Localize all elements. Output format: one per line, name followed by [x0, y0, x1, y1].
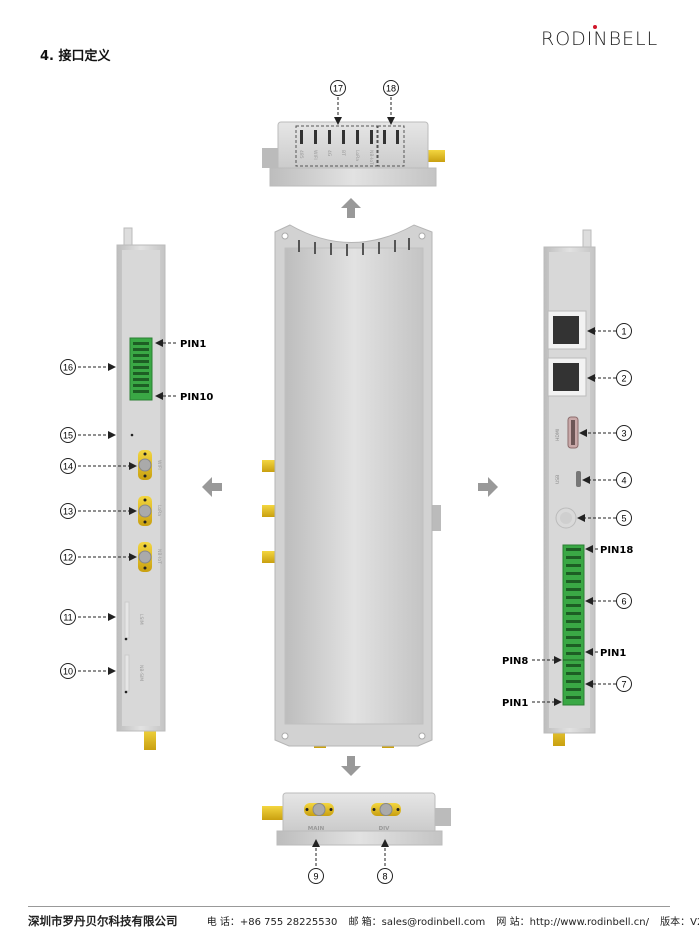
port-label-lora: LoRa — [156, 505, 162, 516]
arrow-down-icon — [341, 756, 361, 776]
section-title: 4. 接口定义 — [40, 49, 111, 64]
sma-lora — [138, 496, 152, 526]
port-label-wifi: WIFI — [156, 460, 162, 470]
callout-5: 5 — [616, 510, 632, 526]
left-side-device: WIFI LoRa NB-IoT LSIM NB-SIM — [78, 227, 176, 750]
port-label-usb: USB — [555, 475, 561, 484]
usb-port — [576, 471, 581, 487]
callout-8: 8 — [377, 868, 393, 884]
pin-label-pin8: PIN8 — [502, 656, 528, 667]
top-view-device: 485 WIFI 4G BT LoRa NB-IoT — [262, 97, 445, 187]
callout-11: 11 — [60, 609, 76, 625]
footer-email[interactable]: 邮 箱：sales@rodinbell.com — [348, 917, 486, 928]
right-side-device: HDMI USB — [532, 229, 616, 746]
pin-label-pin1-lower: PIN1 — [502, 698, 528, 709]
sma-main — [304, 803, 334, 816]
callout-9: 9 — [308, 868, 324, 884]
bottom-view-device: MAIN DIV — [262, 792, 451, 866]
led-group-box-18 — [377, 125, 405, 167]
svg-text:12: 12 — [63, 553, 73, 563]
callout-14: 14 — [60, 458, 76, 474]
sma-wifi — [138, 450, 152, 480]
svg-text:2: 2 — [621, 374, 626, 384]
callout-1: 1 — [616, 323, 632, 339]
pin-label-pin18: PIN18 — [600, 545, 633, 556]
svg-text:5: 5 — [621, 514, 626, 524]
port-label-main: MAIN — [308, 826, 325, 832]
callout-3: 3 — [616, 425, 632, 441]
callout-7: 7 — [616, 676, 632, 692]
footer-phone: 电 话：+86 755 28225530 — [206, 917, 338, 928]
footer-divider — [28, 906, 670, 907]
callout-10: 10 — [60, 663, 76, 679]
footer-version: 版本：V2.6 — [660, 917, 699, 928]
front-view-device — [262, 224, 441, 748]
port-label-nbiot: NB-IoT — [156, 549, 162, 564]
svg-text:17: 17 — [333, 84, 343, 94]
callout-18: 18 — [383, 80, 399, 96]
svg-text:15: 15 — [63, 431, 73, 441]
led-label-485: 485 — [298, 150, 304, 159]
svg-text:13: 13 — [63, 507, 73, 517]
led-label-4g: 4G — [326, 150, 332, 157]
svg-text:16: 16 — [63, 363, 73, 373]
arrow-up-icon — [341, 198, 361, 218]
sma-nbiot — [138, 542, 152, 572]
svg-text:7: 7 — [621, 680, 626, 690]
footer-website[interactable]: 网 站：http://www.rodinbell.cn/ — [496, 917, 649, 928]
svg-text:18: 18 — [386, 84, 396, 94]
arrow-right-icon — [478, 477, 498, 497]
svg-text:6: 6 — [621, 597, 626, 607]
led-label-lora: LoRa — [354, 150, 360, 161]
svg-text:9: 9 — [313, 872, 318, 882]
callout-6: 6 — [616, 593, 632, 609]
logo-dot — [593, 25, 597, 29]
svg-text:14: 14 — [63, 462, 73, 472]
pin-label-pin1-left: PIN1 — [180, 339, 206, 350]
port-label-hdmi: HDMI — [555, 429, 561, 441]
footer: 深圳市罗丹贝尔科技有限公司 电 话：+86 755 28225530 邮 箱：s… — [28, 913, 699, 929]
callout-17: 17 — [330, 80, 346, 96]
svg-text:4: 4 — [621, 476, 626, 486]
callout-2: 2 — [616, 370, 632, 386]
svg-text:1: 1 — [621, 327, 626, 337]
svg-text:10: 10 — [63, 667, 73, 677]
pin-label-pin1-upper: PIN1 — [600, 648, 626, 659]
svg-text:3: 3 — [621, 429, 626, 439]
callout-15: 15 — [60, 427, 76, 443]
led-group-box-17 — [295, 125, 378, 167]
sma-div — [371, 803, 401, 816]
callout-13: 13 — [60, 503, 76, 519]
callout-16: 16 — [60, 359, 76, 375]
led-label-nbiot: NB-IoT — [368, 150, 374, 165]
led-label-bt: BT — [340, 150, 346, 156]
led-label-wifi: WIFI — [312, 150, 318, 160]
rj45-port-2 — [547, 357, 587, 397]
port-label-nbsim: NB-SIM — [138, 665, 144, 681]
arrow-left-icon — [202, 477, 222, 497]
callout-12: 12 — [60, 549, 76, 565]
svg-text:8: 8 — [382, 872, 387, 882]
port-label-div: DIV — [379, 826, 391, 832]
rodinbell-logo: RODINBELL — [541, 28, 659, 50]
company-name: 深圳市罗丹贝尔科技有限公司 — [28, 914, 178, 928]
port-label-lsim: LSIM — [138, 614, 144, 625]
rj45-port-1 — [547, 310, 587, 350]
callout-4: 4 — [616, 472, 632, 488]
pin-label-pin10-left: PIN10 — [180, 392, 213, 403]
svg-text:11: 11 — [63, 613, 72, 623]
